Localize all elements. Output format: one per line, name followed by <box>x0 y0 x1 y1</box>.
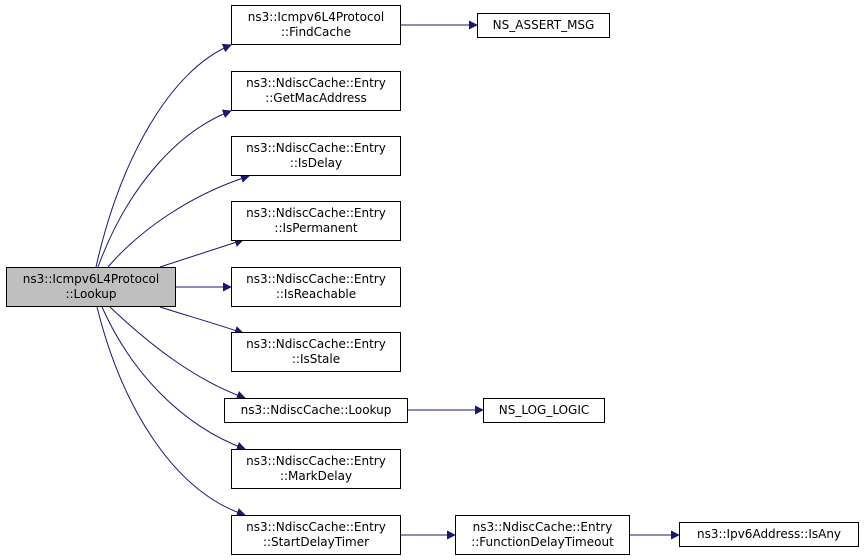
edge-root-to-ndlookup <box>109 306 246 400</box>
node-ns-log-logic[interactable]: NS_LOG_LOGIC <box>483 398 605 423</box>
node-label-line2: ::MarkDelay <box>279 469 353 483</box>
node-label-line1: ns3::NdiscCache::Entry <box>472 520 613 534</box>
node-entry-isdelay[interactable]: ns3::NdiscCache::Entry ::IsDelay <box>231 136 401 176</box>
node-entry-startdelaytimer[interactable]: ns3::NdiscCache::Entry ::StartDelayTimer <box>231 515 401 555</box>
edge-root-to-startdelay <box>96 306 246 517</box>
node-label-line2: ::FunctionDelayTimeout <box>471 535 614 549</box>
node-label-line2: ::IsStale <box>291 352 341 366</box>
node-label-line1: ns3::Ipv6Address::IsAny <box>696 527 842 541</box>
node-ns-assert-msg[interactable]: NS_ASSERT_MSG <box>477 13 610 38</box>
node-ipv6address-isany[interactable]: ns3::Ipv6Address::IsAny <box>679 522 859 547</box>
node-label-line1: ns3::Icmpv6L4Protocol <box>247 10 385 24</box>
node-entry-functiondelaytimeout[interactable]: ns3::NdiscCache::Entry ::FunctionDelayTi… <box>455 515 630 555</box>
node-label-line2: ::IsPermanent <box>274 221 358 235</box>
node-entry-markdelay[interactable]: ns3::NdiscCache::Entry ::MarkDelay <box>231 449 401 489</box>
node-entry-isstale[interactable]: ns3::NdiscCache::Entry ::IsStale <box>231 332 401 372</box>
node-icmpv6-lookup: ns3::Icmpv6L4Protocol ::Lookup <box>6 267 176 307</box>
edge-root-to-isperm <box>159 238 244 268</box>
node-label-line2: ::IsReachable <box>275 287 357 301</box>
node-label-line2: ::IsDelay <box>289 156 343 170</box>
node-ndisccache-lookup[interactable]: ns3::NdiscCache::Lookup <box>224 398 408 423</box>
node-label-line1: NS_ASSERT_MSG <box>492 18 595 32</box>
node-label-line1: ns3::NdiscCache::Entry <box>246 520 386 534</box>
node-label-line1: ns3::NdiscCache::Entry <box>246 454 386 468</box>
edge-root-to-isdelay <box>107 174 250 268</box>
edge-root-to-markdelay <box>101 306 246 451</box>
node-label-line1: ns3::NdiscCache::Lookup <box>240 403 392 417</box>
edge-root-to-getmac <box>97 109 232 268</box>
edge-root-to-isstale <box>159 306 244 335</box>
edge-root-to-findcache <box>95 43 232 268</box>
node-label-line1: ns3::NdiscCache::Entry <box>246 76 386 90</box>
node-label-line1: ns3::NdiscCache::Entry <box>246 272 386 286</box>
node-label-line2: ::FindCache <box>281 25 351 39</box>
node-label-line1: ns3::Icmpv6L4Protocol <box>22 272 160 286</box>
node-label-line1: ns3::NdiscCache::Entry <box>246 141 386 155</box>
node-entry-isreachable[interactable]: ns3::NdiscCache::Entry ::IsReachable <box>231 267 401 307</box>
node-icmpv6-findcache[interactable]: ns3::Icmpv6L4Protocol ::FindCache <box>231 5 401 45</box>
node-label-line1: NS_LOG_LOGIC <box>498 403 590 417</box>
node-label-line2: ::Lookup <box>65 287 117 301</box>
node-entry-ispermanent[interactable]: ns3::NdiscCache::Entry ::IsPermanent <box>231 201 401 241</box>
node-label-line1: ns3::NdiscCache::Entry <box>246 337 386 351</box>
node-entry-getmacaddress[interactable]: ns3::NdiscCache::Entry ::GetMacAddress <box>231 71 401 111</box>
node-label-line2: ::StartDelayTimer <box>262 535 370 549</box>
node-label-line1: ns3::NdiscCache::Entry <box>246 206 386 220</box>
node-label-line2: ::GetMacAddress <box>265 91 367 105</box>
